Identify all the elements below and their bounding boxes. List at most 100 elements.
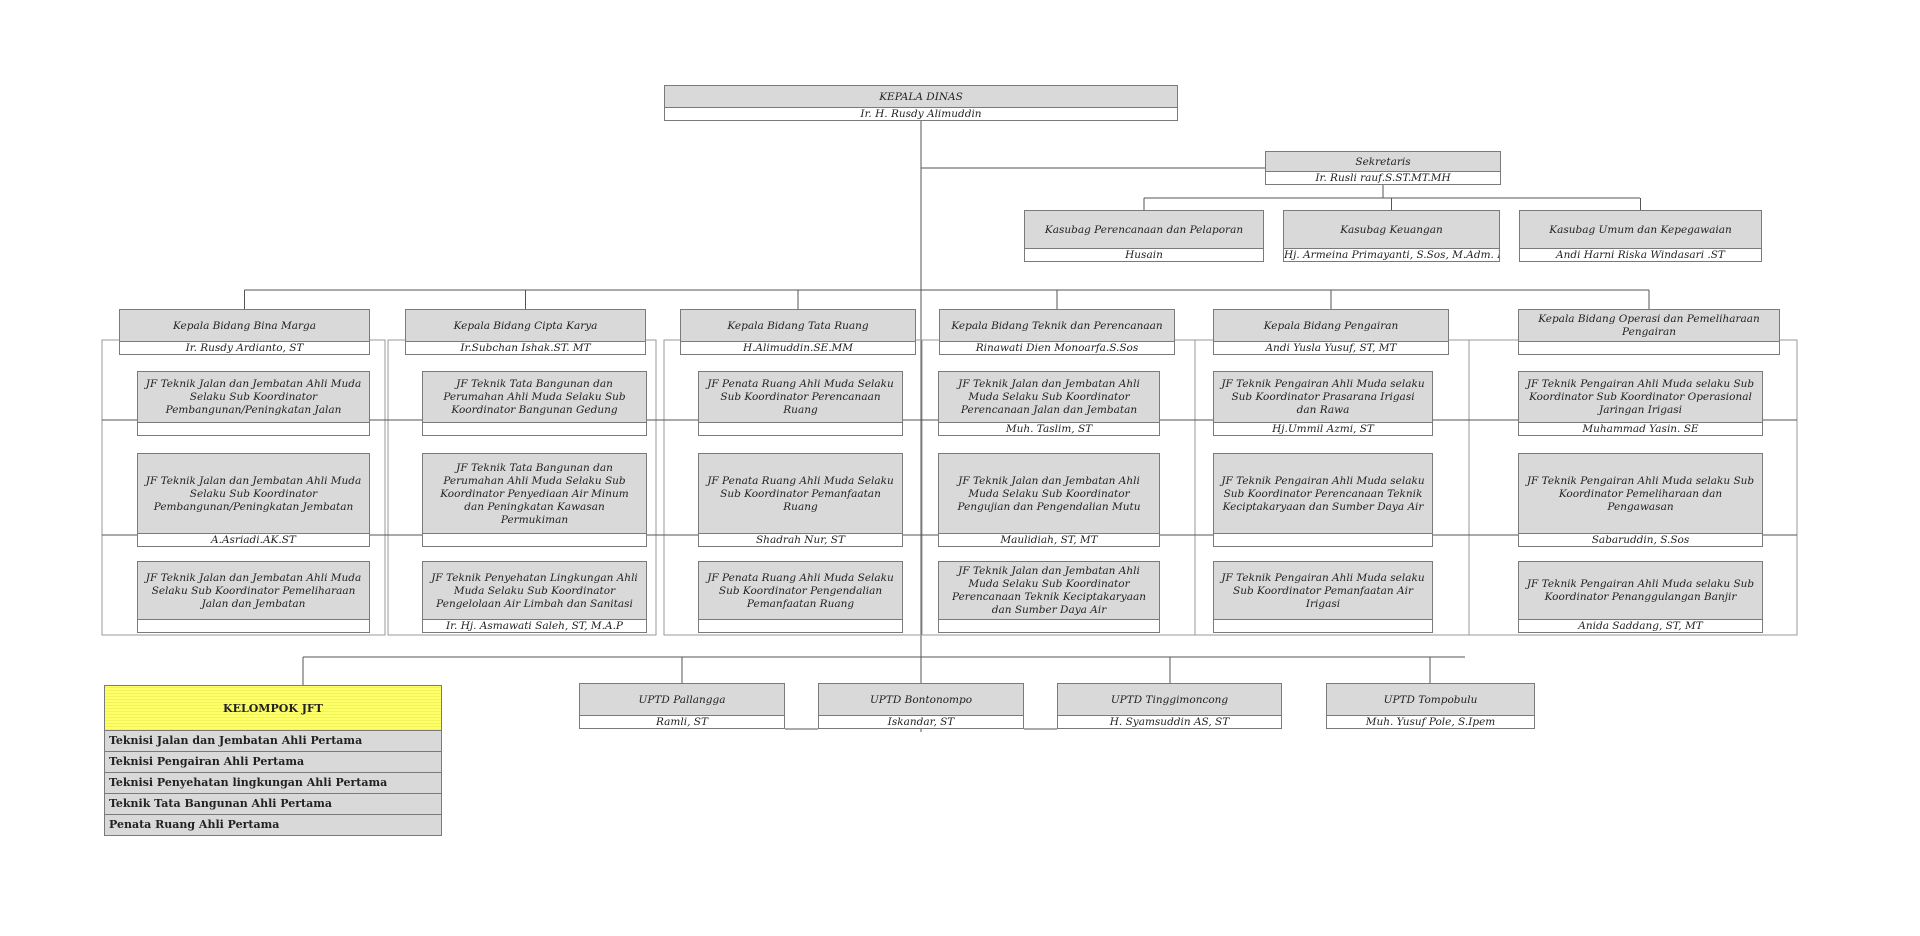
jf-box-title: JF Teknik Tata Bangunan dan Perumahan Ah…: [440, 461, 629, 526]
uptd-box: UPTD Tinggimoncong H. Syamsuddin AS, ST: [1057, 683, 1282, 729]
kepala-dinas-box-name: Ir. H. Rusdy Alimuddin: [664, 107, 1178, 121]
jf-box-title: JF Penata Ruang Ahli Muda Selaku Sub Koo…: [707, 571, 894, 610]
kepala-dinas-box: KEPALA DINAS Ir. H. Rusdy Alimuddin: [664, 85, 1178, 121]
jf-box: JF Penata Ruang Ahli Muda Selaku Sub Koo…: [698, 561, 903, 633]
jf-box-title: JF Teknik Jalan dan Jembatan Ahli Muda S…: [145, 378, 362, 416]
jf-box-name: [698, 422, 903, 436]
uptd-box-title: UPTD Bontonompo: [869, 693, 973, 706]
jf-box-name: [698, 619, 903, 633]
bidang-box: Kepala Bidang Operasi dan Pemeliharaan P…: [1518, 309, 1780, 355]
jf-box-name: Hj.Ummil Azmi, ST: [1213, 422, 1433, 436]
kelompok-jft-item: Teknisi Penyehatan lingkungan Ahli Perta…: [104, 773, 442, 794]
jf-box-title: JF Teknik Pengairan Ahli Muda selaku Sub…: [1221, 571, 1425, 610]
sekretaris-box-title: Sekretaris: [1355, 155, 1411, 168]
jf-box: JF Teknik Tata Bangunan dan Perumahan Ah…: [422, 453, 647, 547]
jf-box: JF Teknik Penyehatan Lingkungan Ahli Mud…: [422, 561, 647, 633]
kelompok-jft-item: Teknisi Jalan dan Jembatan Ahli Pertama: [104, 731, 442, 752]
jf-box: JF Teknik Jalan dan Jembatan Ahli Muda S…: [938, 453, 1160, 547]
jf-box-title: JF Teknik Jalan dan Jembatan Ahli Muda S…: [957, 474, 1141, 513]
kelompok-jft-header: KELOMPOK JFT: [104, 685, 442, 731]
jf-box-title: JF Teknik Pengairan Ahli Muda selaku Sub…: [1526, 474, 1755, 513]
kasubag-box-title: Kasubag Keuangan: [1340, 223, 1443, 236]
jf-box-title: JF Teknik Penyehatan Lingkungan Ahli Mud…: [431, 571, 638, 610]
kelompok-jft-table: KELOMPOK JFT Teknisi Jalan dan Jembatan …: [104, 685, 442, 836]
kelompok-jft-item: Penata Ruang Ahli Pertama: [104, 815, 442, 836]
jf-box-name: [1213, 619, 1433, 633]
jf-box-title: JF Teknik Pengairan Ahli Muda selaku Sub…: [1526, 578, 1755, 603]
bidang-box-title: Kepala Bidang Pengairan: [1263, 319, 1399, 332]
jf-box-name: Shadrah Nur, ST: [698, 533, 903, 547]
jf-box-title: JF Teknik Pengairan Ahli Muda selaku Sub…: [1526, 378, 1755, 416]
kasubag-box-name: Hj. Armeina Primayanti, S.Sos, M.Adm. Pe…: [1283, 248, 1500, 262]
bidang-box-title: Kepala Bidang Teknik dan Perencanaan: [951, 319, 1163, 332]
bidang-box-name: H.Alimuddin.SE.MM: [680, 341, 916, 355]
kelompok-jft-item: Teknisi Pengairan Ahli Pertama: [104, 752, 442, 773]
kasubag-box-name: Andi Harni Riska Windasari .ST: [1519, 248, 1762, 262]
jf-box: JF Teknik Pengairan Ahli Muda selaku Sub…: [1213, 453, 1433, 547]
uptd-box-name: Iskandar, ST: [818, 715, 1024, 729]
bidang-box-name: [1518, 341, 1780, 355]
bidang-box-name: Ir.Subchan Ishak.ST. MT: [405, 341, 646, 355]
jf-box-title: JF Teknik Jalan dan Jembatan Ahli Muda S…: [952, 565, 1146, 616]
jf-box-name: [422, 533, 647, 547]
kasubag-box-title: Kasubag Perencanaan dan Pelaporan: [1044, 223, 1244, 236]
jf-box: JF Penata Ruang Ahli Muda Selaku Sub Koo…: [698, 371, 903, 436]
kepala-dinas-box-title: KEPALA DINAS: [879, 90, 963, 103]
uptd-box-title: UPTD Tompobulu: [1383, 693, 1478, 706]
jf-box-name: A.Asriadi.AK.ST: [137, 533, 370, 547]
bidang-box-name: Ir. Rusdy Ardianto, ST: [119, 341, 370, 355]
bidang-box-title: Kepala Bidang Tata Ruang: [727, 319, 869, 332]
jf-box-title: JF Teknik Pengairan Ahli Muda selaku Sub…: [1221, 378, 1425, 416]
uptd-box-name: Ramli, ST: [579, 715, 785, 729]
kasubag-box-name: Husain: [1024, 248, 1264, 262]
jf-box-title: JF Teknik Jalan dan Jembatan Ahli Muda S…: [145, 571, 362, 610]
jf-box-name: [137, 619, 370, 633]
jf-box: JF Teknik Pengairan Ahli Muda selaku Sub…: [1518, 453, 1763, 547]
bidang-box-title: Kepala Bidang Bina Marga: [172, 319, 317, 332]
jf-box-name: Maulidiah, ST, MT: [938, 533, 1160, 547]
jf-box: JF Penata Ruang Ahli Muda Selaku Sub Koo…: [698, 453, 903, 547]
jf-box: JF Teknik Jalan dan Jembatan Ahli Muda S…: [137, 561, 370, 633]
uptd-box-title: UPTD Pallangga: [638, 693, 726, 706]
kasubag-box-title: Kasubag Umum dan Kepegawaian: [1549, 223, 1732, 236]
bidang-box-name: Rinawati Dien Monoarfa.S.Sos: [939, 341, 1175, 355]
jf-box-title: JF Teknik Jalan dan Jembatan Ahli Muda S…: [958, 378, 1140, 416]
jf-box-name: Anida Saddang, ST, MT: [1518, 619, 1763, 633]
jf-box-name: [1213, 533, 1433, 547]
jf-box: JF Teknik Pengairan Ahli Muda selaku Sub…: [1213, 371, 1433, 436]
bidang-box-name: Andi Yusla Yusuf, ST, MT: [1213, 341, 1449, 355]
jf-box-name: Muh. Taslim, ST: [938, 422, 1160, 436]
uptd-box-name: Muh. Yusuf Pole, S.Ipem: [1326, 715, 1535, 729]
jf-box-name: Ir. Hj. Asmawati Saleh, ST, M.A.P: [422, 619, 647, 633]
jf-box: JF Teknik Jalan dan Jembatan Ahli Muda S…: [938, 561, 1160, 633]
jf-box: JF Teknik Pengairan Ahli Muda selaku Sub…: [1518, 371, 1763, 436]
jf-box-title: JF Teknik Pengairan Ahli Muda selaku Sub…: [1221, 474, 1425, 513]
jf-box-name: [137, 422, 370, 436]
jf-box-name: [422, 422, 647, 436]
jf-box-title: JF Teknik Tata Bangunan dan Perumahan Ah…: [443, 378, 626, 416]
jf-box: JF Teknik Pengairan Ahli Muda selaku Sub…: [1213, 561, 1433, 633]
bidang-box-title: Kepala Bidang Operasi dan Pemeliharaan P…: [1538, 313, 1760, 338]
kelompok-jft-item: Teknik Tata Bangunan Ahli Pertama: [104, 794, 442, 815]
bidang-box-title: Kepala Bidang Cipta Karya: [453, 319, 598, 332]
jf-box-name: Muhammad Yasin. SE: [1518, 422, 1763, 436]
uptd-box-name: H. Syamsuddin AS, ST: [1057, 715, 1282, 729]
jf-box-title: JF Teknik Jalan dan Jembatan Ahli Muda S…: [145, 474, 362, 513]
uptd-box-title: UPTD Tinggimoncong: [1110, 693, 1229, 706]
jf-box: JF Teknik Pengairan Ahli Muda selaku Sub…: [1518, 561, 1763, 633]
jf-box-name: [938, 619, 1160, 633]
jf-box: JF Teknik Jalan dan Jembatan Ahli Muda S…: [137, 453, 370, 547]
sekretaris-box-name: Ir. Rusli rauf.S.ST.MT.MH: [1265, 171, 1501, 185]
jf-box-name: Sabaruddin, S.Sos: [1518, 533, 1763, 547]
